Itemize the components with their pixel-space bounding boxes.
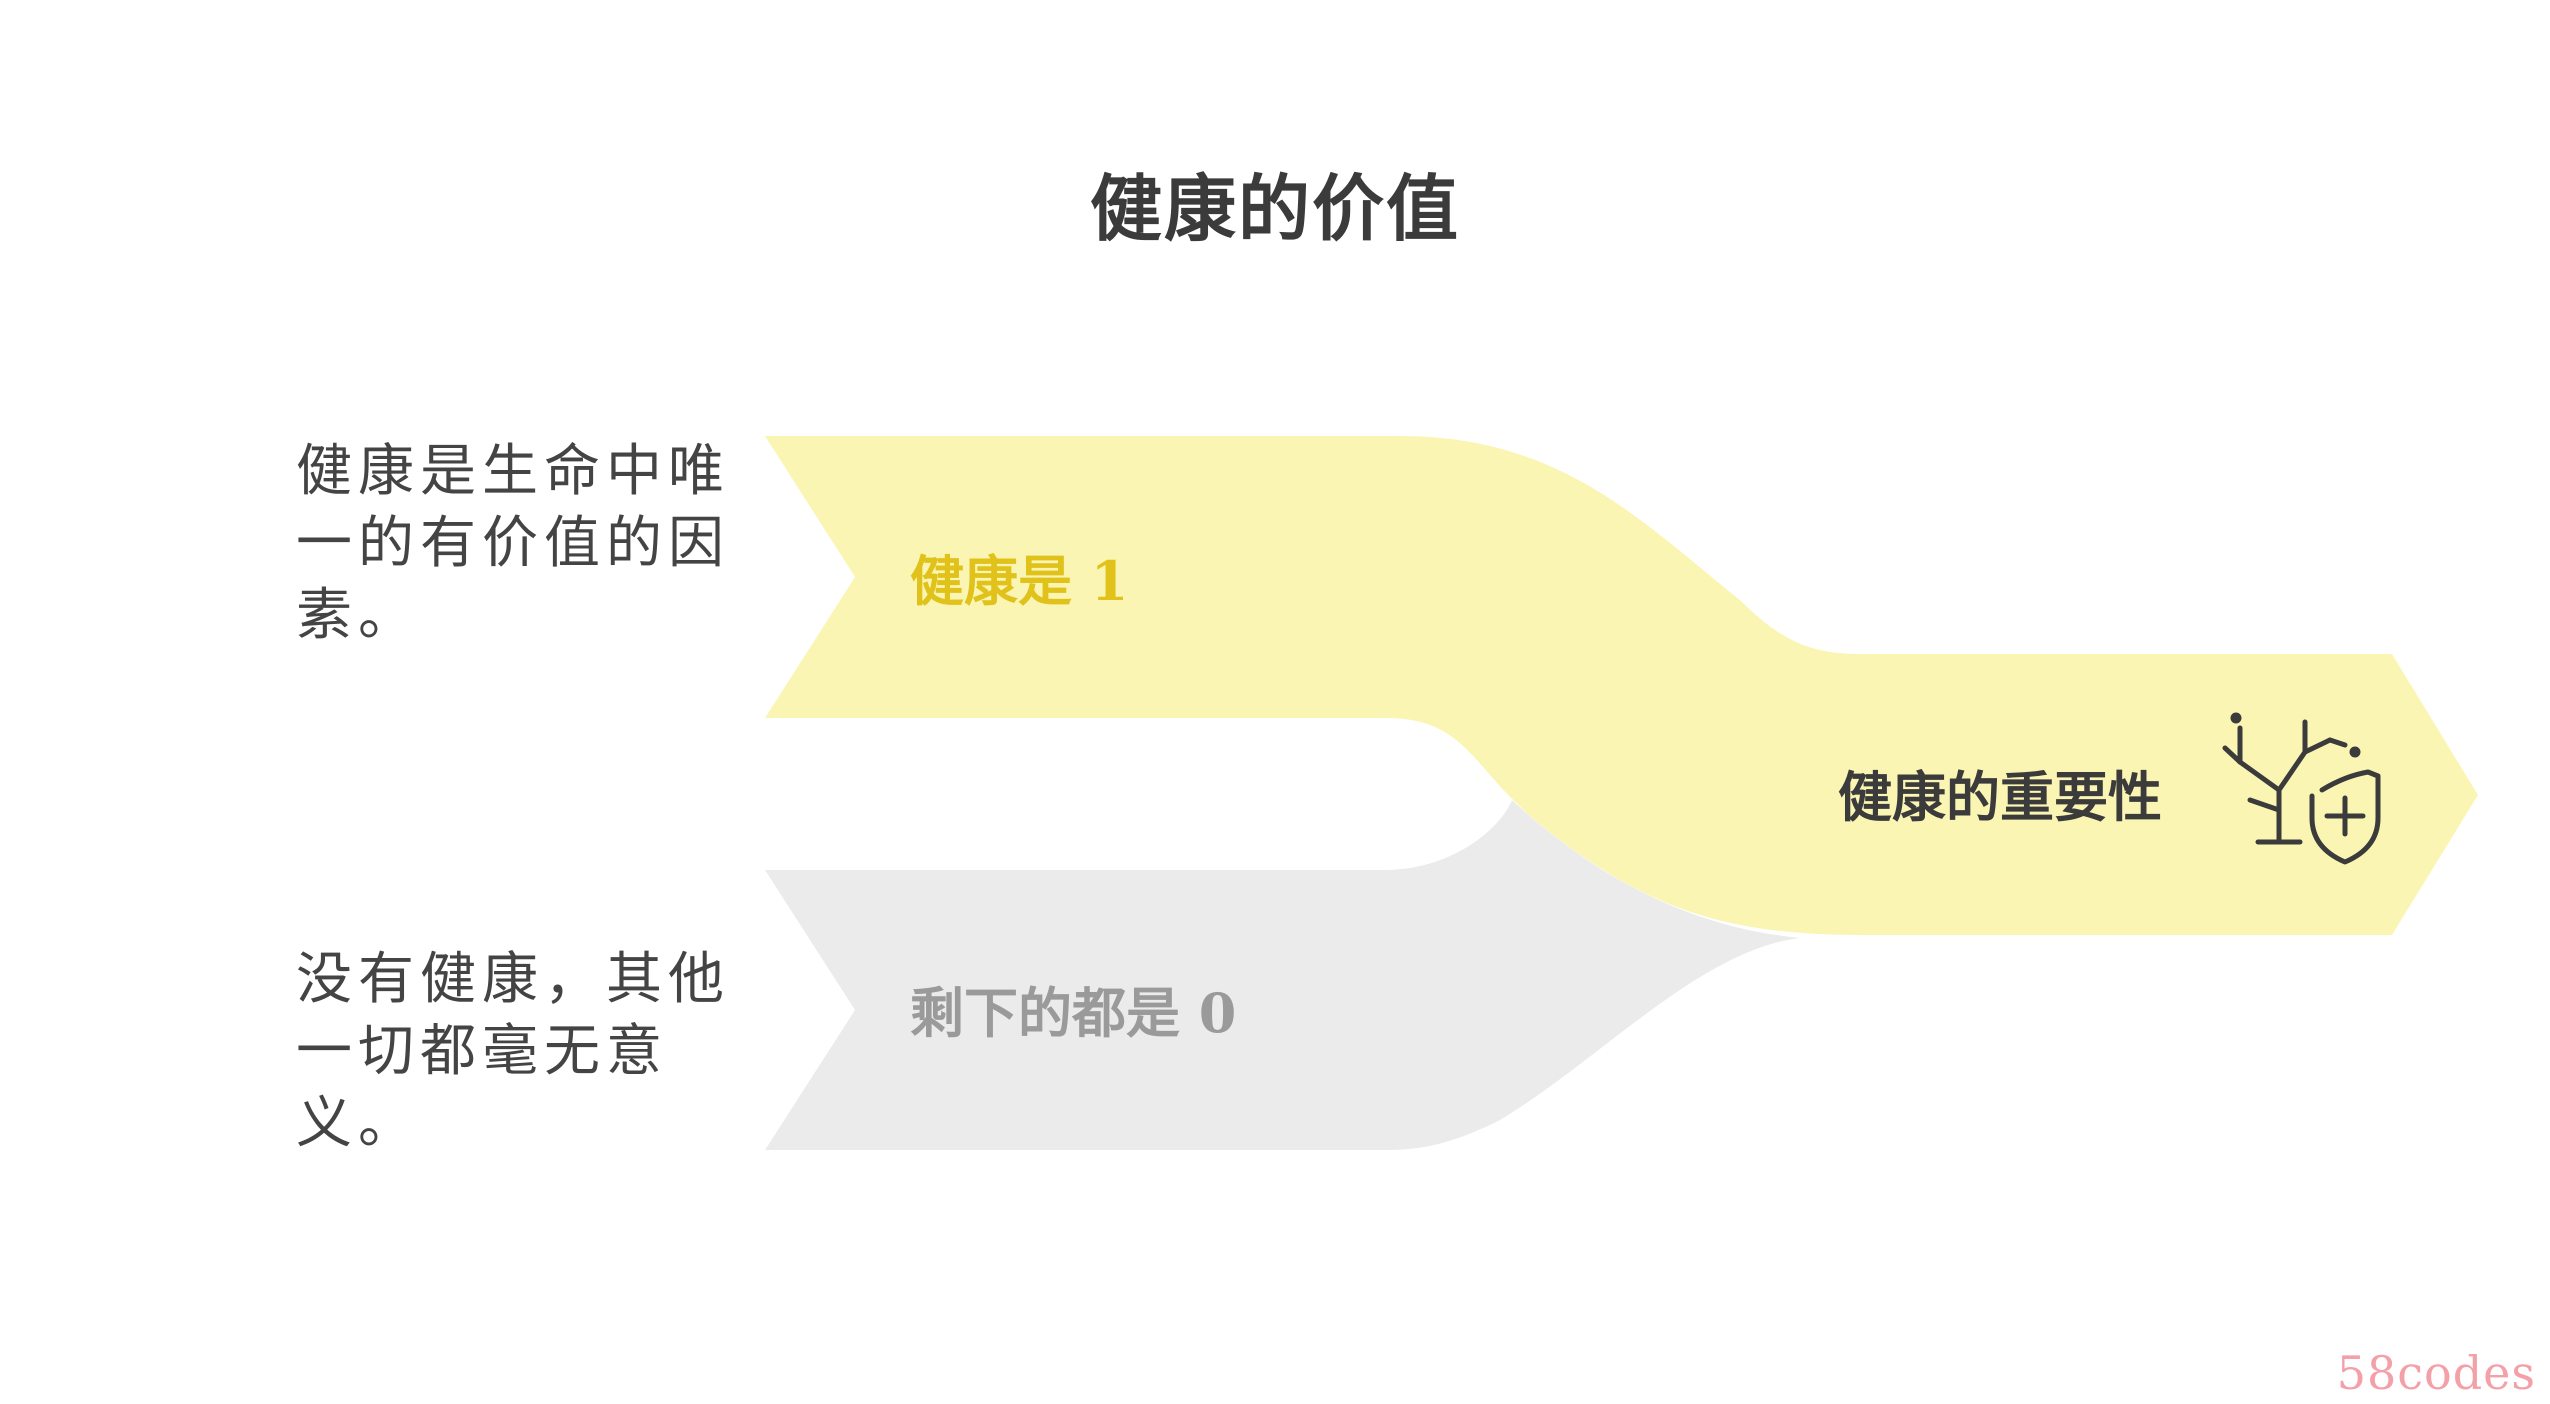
health-shield-plant-icon bbox=[2222, 712, 2381, 865]
note-bottom: 没有健康，其他一切都毫无意义。 bbox=[296, 947, 730, 1156]
watermark: 58codes bbox=[2336, 1346, 2536, 1400]
merged-label: 健康的重要性 bbox=[1838, 765, 2162, 829]
lower-branch-band bbox=[765, 800, 1800, 1150]
upper-branch-label: 健康是 1 bbox=[910, 549, 1128, 613]
lower-branch-label: 剩下的都是 0 bbox=[910, 981, 1236, 1045]
upper-branch-band bbox=[765, 436, 2478, 935]
page-title: 健康的价值 bbox=[1089, 166, 1460, 251]
note-top: 健康是生命中唯一的有价值的因素。 bbox=[296, 439, 730, 648]
